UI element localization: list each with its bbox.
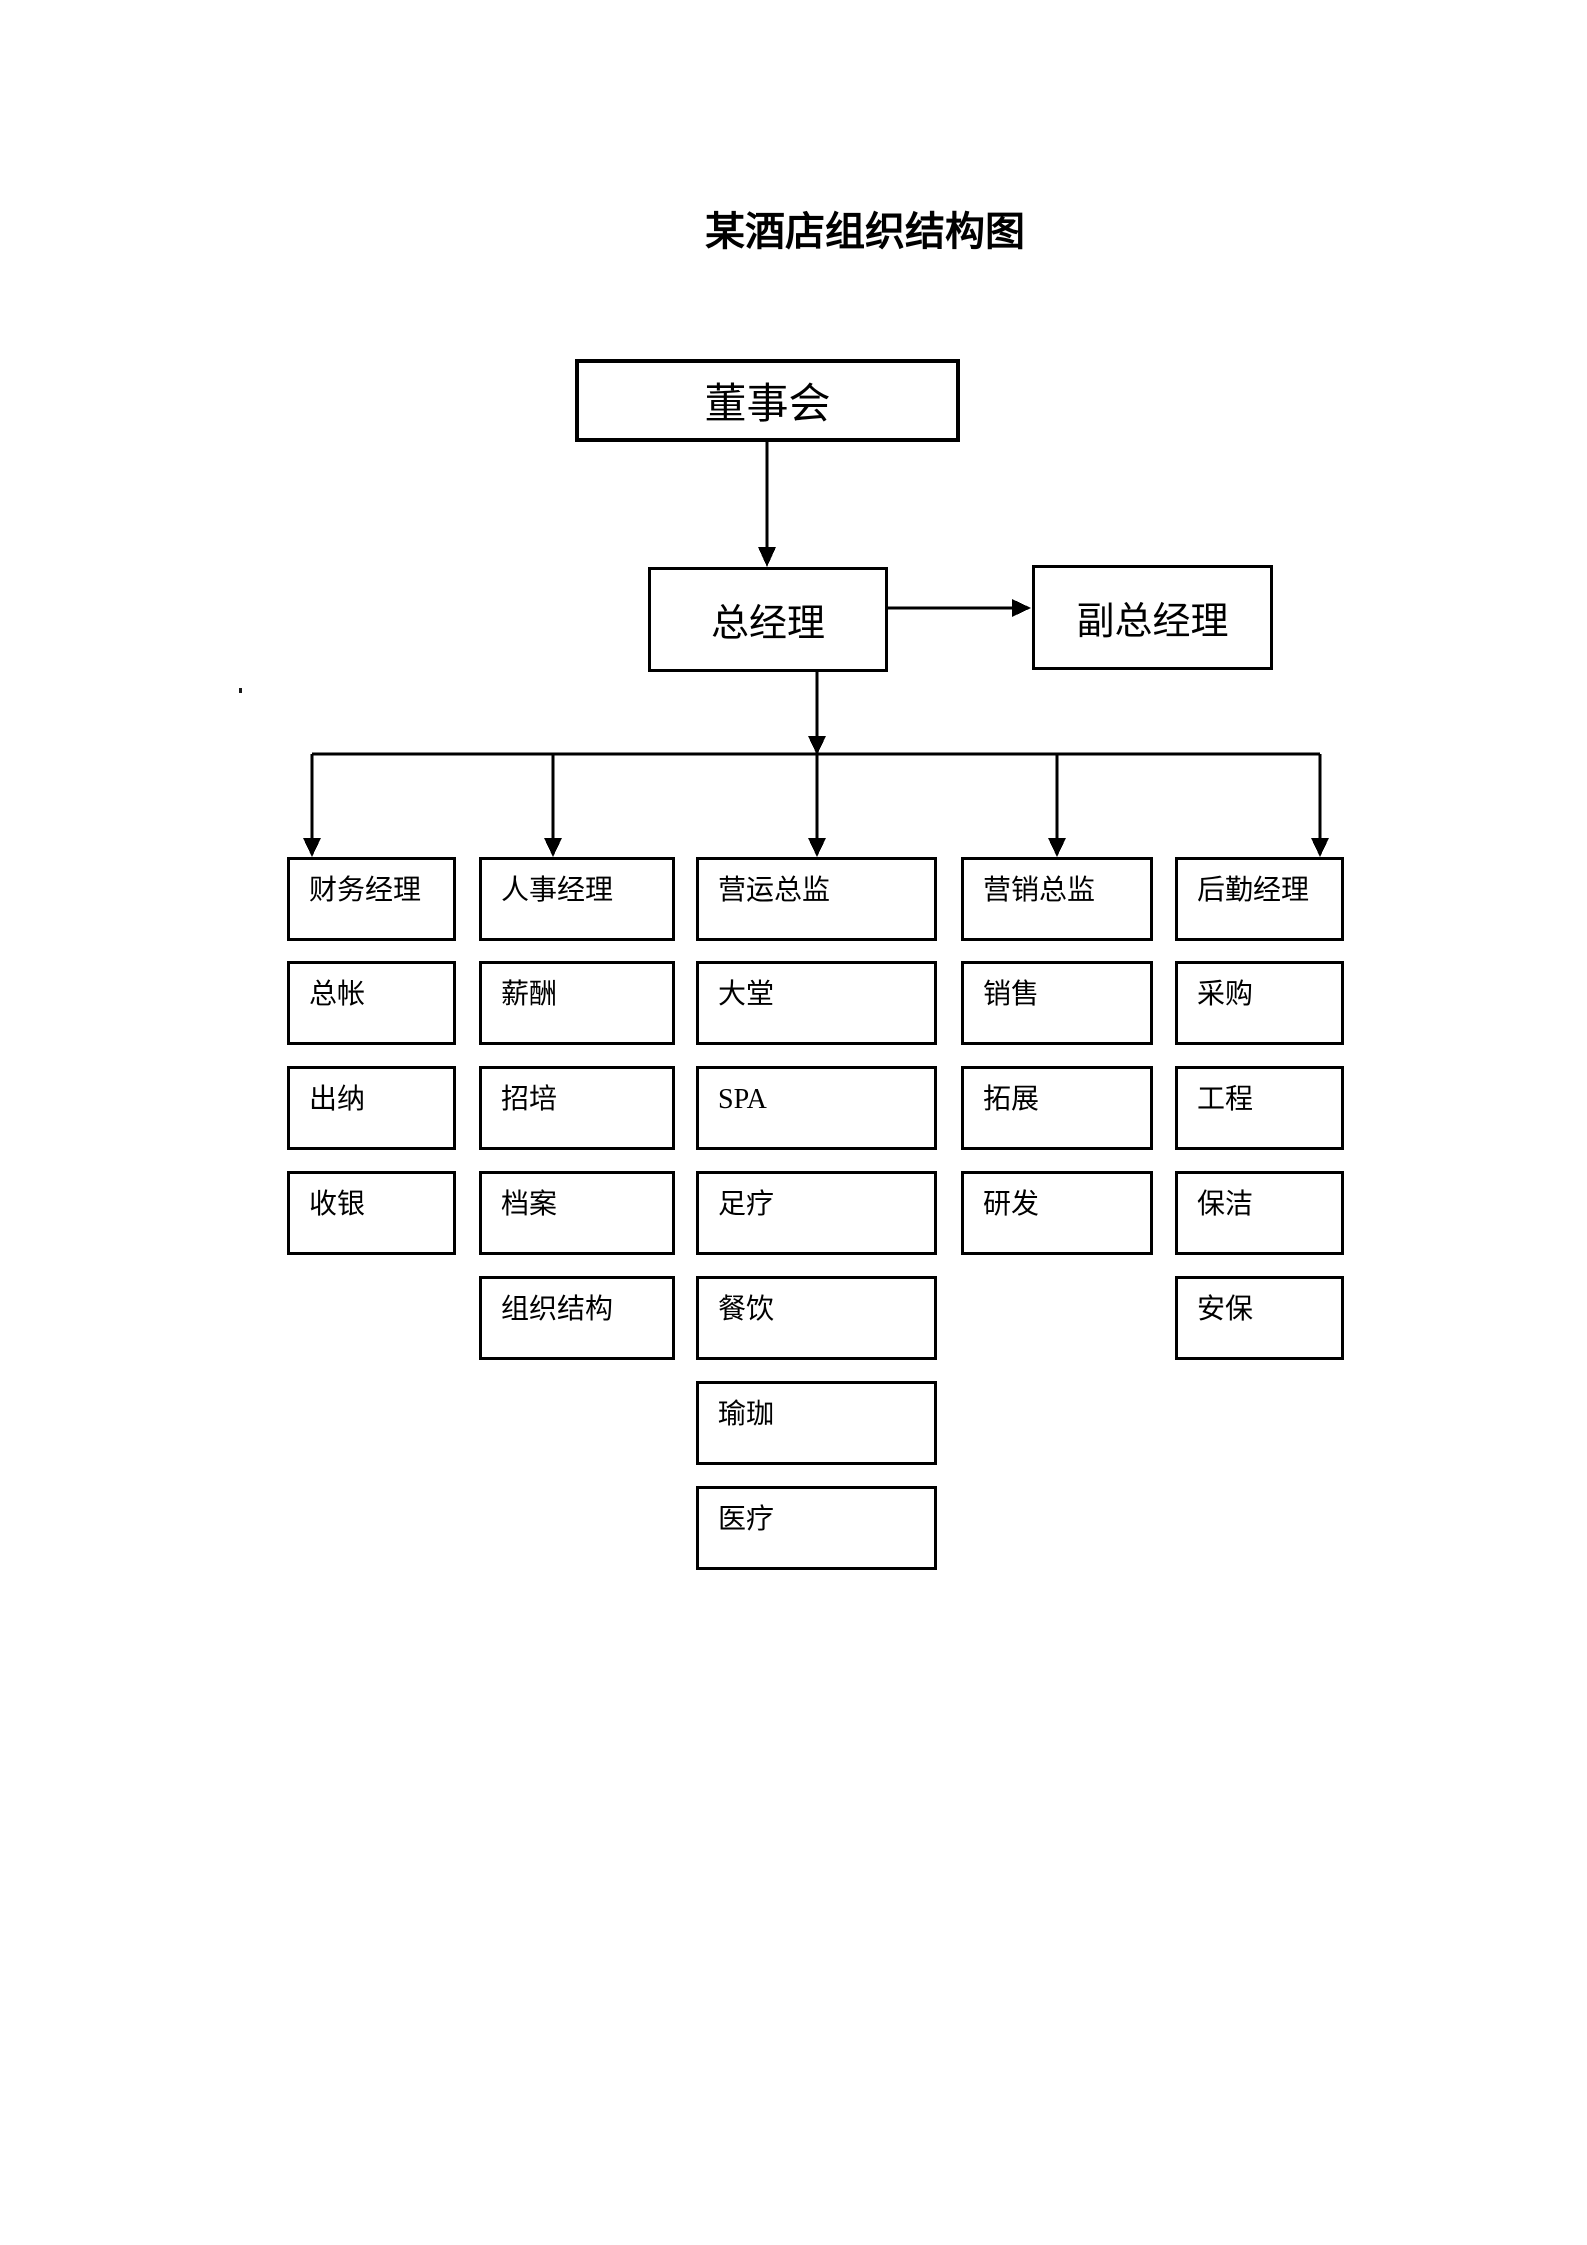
drop-logistics bbox=[1311, 754, 1329, 857]
connector-gm-to-distribution bbox=[808, 672, 826, 755]
arrowhead-down-icon bbox=[544, 838, 562, 857]
drop-hr bbox=[544, 754, 562, 857]
node-security: 安保 bbox=[1175, 1276, 1344, 1360]
drop-marketing bbox=[1048, 754, 1066, 857]
node-cleaning: 保洁 bbox=[1175, 1171, 1344, 1255]
node-lobby: 大堂 bbox=[696, 961, 937, 1045]
node-org-structure: 组织结构 bbox=[479, 1276, 675, 1360]
node-cash-register: 收银 bbox=[287, 1171, 456, 1255]
node-engineering: 工程 bbox=[1175, 1066, 1344, 1150]
node-marketing-director: 营销总监 bbox=[961, 857, 1153, 941]
connector-board-to-gm bbox=[758, 442, 776, 567]
drop-finance bbox=[303, 754, 321, 857]
node-compensation: 薪酬 bbox=[479, 961, 675, 1045]
node-cashier: 出纳 bbox=[287, 1066, 456, 1150]
node-hr-manager: 人事经理 bbox=[479, 857, 675, 941]
arrowhead-down-icon bbox=[1311, 838, 1329, 857]
node-board: 董事会 bbox=[575, 359, 960, 442]
node-general-manager: 总经理 bbox=[648, 567, 888, 672]
node-procurement: 采购 bbox=[1175, 961, 1344, 1045]
node-general-ledger: 总帐 bbox=[287, 961, 456, 1045]
node-spa: SPA bbox=[696, 1066, 937, 1150]
node-foot-massage: 足疗 bbox=[696, 1171, 937, 1255]
node-operations-director: 营运总监 bbox=[696, 857, 937, 941]
arrowhead-down-icon bbox=[758, 547, 776, 567]
node-yoga: 瑜珈 bbox=[696, 1381, 937, 1465]
node-deputy-general-manager: 副总经理 bbox=[1032, 565, 1273, 670]
node-expansion: 拓展 bbox=[961, 1066, 1153, 1150]
arrowhead-down-icon bbox=[303, 838, 321, 857]
node-medical: 医疗 bbox=[696, 1486, 937, 1570]
connector-gm-to-dgm bbox=[888, 599, 1031, 617]
stray-dot bbox=[239, 688, 242, 693]
node-food-beverage: 餐饮 bbox=[696, 1276, 937, 1360]
page-title: 某酒店组织结构图 bbox=[705, 210, 1025, 254]
arrowhead-down-icon bbox=[1048, 838, 1066, 857]
arrowhead-down-icon bbox=[808, 838, 826, 857]
node-recruit-training: 招培 bbox=[479, 1066, 675, 1150]
node-finance-manager: 财务经理 bbox=[287, 857, 456, 941]
drop-operations bbox=[808, 754, 826, 857]
node-sales: 销售 bbox=[961, 961, 1153, 1045]
node-records: 档案 bbox=[479, 1171, 675, 1255]
arrowhead-down-icon bbox=[808, 736, 826, 755]
node-rnd: 研发 bbox=[961, 1171, 1153, 1255]
node-logistics-manager: 后勤经理 bbox=[1175, 857, 1344, 941]
arrowhead-right-icon bbox=[1012, 599, 1031, 617]
